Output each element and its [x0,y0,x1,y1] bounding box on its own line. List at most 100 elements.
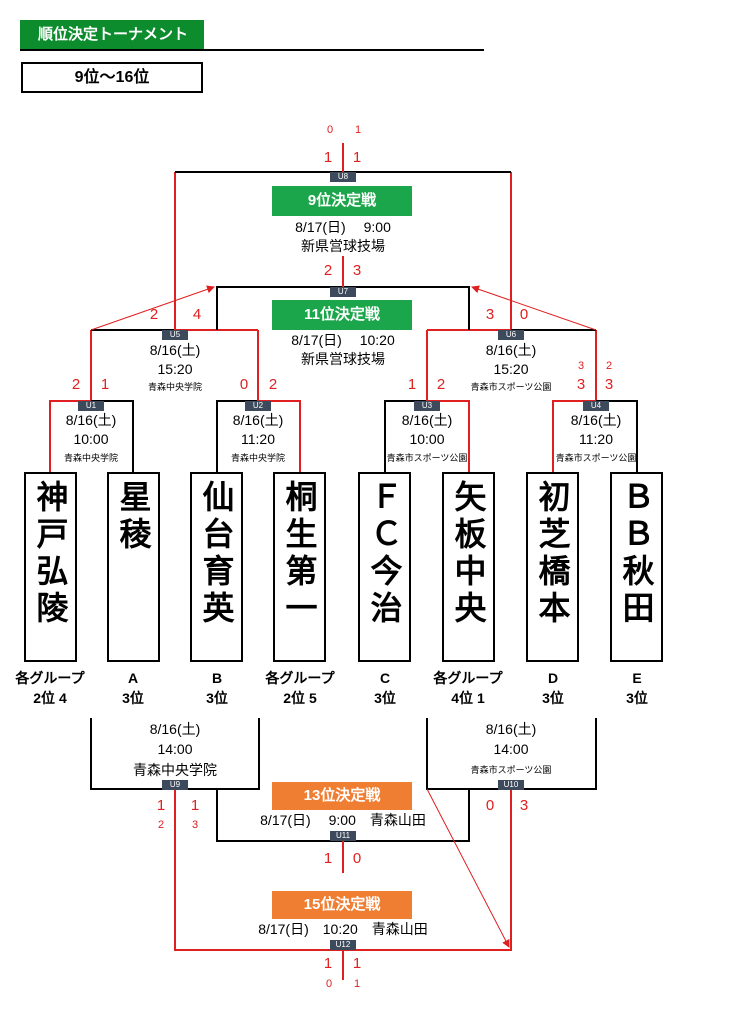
u8-pk-right: 1 [354,124,362,136]
match-tag-u1: U1 [78,401,104,411]
u1-score-right: 1 [100,376,110,393]
u9-time: 14:00 [157,741,193,757]
banner-9th-place: 9位決定戦 [272,186,412,216]
team-seed-rank: 3位 [374,690,396,706]
u9-venue: 青森中央学院 [133,762,217,778]
u5-score-right: 4 [192,306,202,323]
u9-pk-left: 2 [157,819,165,831]
u9-date: 8/16(土) [149,721,201,737]
u2-time: 11:20 [241,431,275,447]
u3-score-left: 1 [407,376,417,393]
u9-pk-right: 3 [191,819,199,831]
u3-venue: 青森市スポーツ公園 [386,453,468,463]
u7-score-left: 2 [323,262,333,279]
u11-score-left: 1 [323,850,333,867]
u10-venue: 青森市スポーツ公園 [470,765,552,775]
team-seed-group: A [127,670,139,686]
u11-score-right: 0 [352,850,362,867]
team-name: ＦＣ今治 [366,480,403,628]
team-seed-rank: 3位 [206,690,228,706]
team-name: 初芝橋本 [534,480,571,628]
title-underline [20,49,484,51]
team-name: 星稜 [115,480,152,554]
u3-time: 10:00 [409,431,445,447]
match-tag-u3: U3 [414,401,440,411]
u11-datetime: 8/17(日) 9:00 青森山田 [260,812,426,828]
u7-venue: 新県営球技場 [301,351,385,367]
match-tag-u7: U7 [330,287,356,297]
match-tag-u2: U2 [245,401,271,411]
team-seed-rank: 3位 [626,690,648,706]
u2-venue: 青森中央学院 [230,453,285,463]
u5-date: 8/16(土) [149,342,201,358]
u9-score-left: 1 [156,797,166,814]
match-tag-u8: U8 [330,172,356,182]
u12-score-left: 1 [323,955,333,972]
match-tag-u6: U6 [498,330,524,340]
team-seed-group: C [379,670,391,686]
u4-pk-right: 2 [605,360,613,372]
u5-score-left: 2 [149,306,159,323]
team-name: 神戸弘陵 [32,480,69,628]
team-seed-group: D [547,670,559,686]
banner-13th-place: 13位決定戦 [272,782,412,810]
u2-score-right: 2 [268,376,278,393]
team-seed-rank: 2位 5 [283,690,317,706]
match-tag-u12: U12 [330,940,356,950]
u1-time: 10:00 [73,431,109,447]
u1-score-left: 2 [71,376,81,393]
match-tag-u10: U10 [498,780,524,790]
team-seed-group: 各グループ [433,670,503,686]
u7-score-right: 3 [352,262,362,279]
u2-score-left: 0 [239,376,249,393]
u1-date: 8/16(土) [65,412,117,428]
u12-pk-right: 1 [353,978,361,990]
team-name: 仙台育英 [198,480,235,628]
match-tag-u5: U5 [162,330,188,340]
u8-venue: 新県営球技場 [301,238,385,254]
match-tag-u4: U4 [583,401,609,411]
team-box: 桐生第一 [273,472,326,662]
u6-score-right: 0 [519,306,529,323]
u10-time: 14:00 [493,741,529,757]
u5-venue: 青森中央学院 [147,382,202,392]
u12-score-right: 1 [352,955,362,972]
match-tag-u11: U11 [330,831,356,841]
u4-score-left: 3 [576,376,586,393]
team-box: ＢＢ秋田 [610,472,663,662]
range-label: 9位～16位 [21,62,203,93]
team-seed-rank: 3位 [122,690,144,706]
u8-score-right: 1 [352,149,362,166]
u7-datetime: 8/17(日) 10:20 [291,332,395,348]
banner-15th-place: 15位決定戦 [272,891,412,919]
u8-score-left: 1 [323,149,333,166]
team-name: ＢＢ秋田 [618,480,655,628]
u10-date: 8/16(土) [485,721,537,737]
team-name: 矢板中央 [450,480,487,628]
u9-score-right: 1 [190,797,200,814]
team-seed-group: 各グループ [265,670,335,686]
u4-date: 8/16(土) [570,412,622,428]
u12-pk-left: 0 [325,978,333,990]
team-seed-group: B [211,670,223,686]
team-seed-rank: 4位 1 [451,690,485,706]
team-box: 初芝橋本 [526,472,579,662]
team-box: 矢板中央 [442,472,495,662]
u5-time: 15:20 [157,361,193,377]
team-box: ＦＣ今治 [358,472,411,662]
team-box: 仙台育英 [190,472,243,662]
team-seed-group: 各グループ [15,670,85,686]
banner-11th-place: 11位決定戦 [272,300,412,330]
u8-pk-left: 0 [326,124,334,136]
u2-date: 8/16(土) [232,412,284,428]
team-seed-group: E [632,670,642,686]
u4-time: 11:20 [579,431,613,447]
team-box: 神戸弘陵 [24,472,77,662]
u10-score-left: 0 [485,797,495,814]
u4-venue: 青森市スポーツ公園 [555,453,637,463]
u12-datetime: 8/17(日) 10:20 青森山田 [258,921,428,937]
u4-pk-left: 3 [577,360,585,372]
u10-score-right: 3 [519,797,529,814]
section-title: 順位決定トーナメント [20,20,204,50]
u6-date: 8/16(土) [485,342,537,358]
